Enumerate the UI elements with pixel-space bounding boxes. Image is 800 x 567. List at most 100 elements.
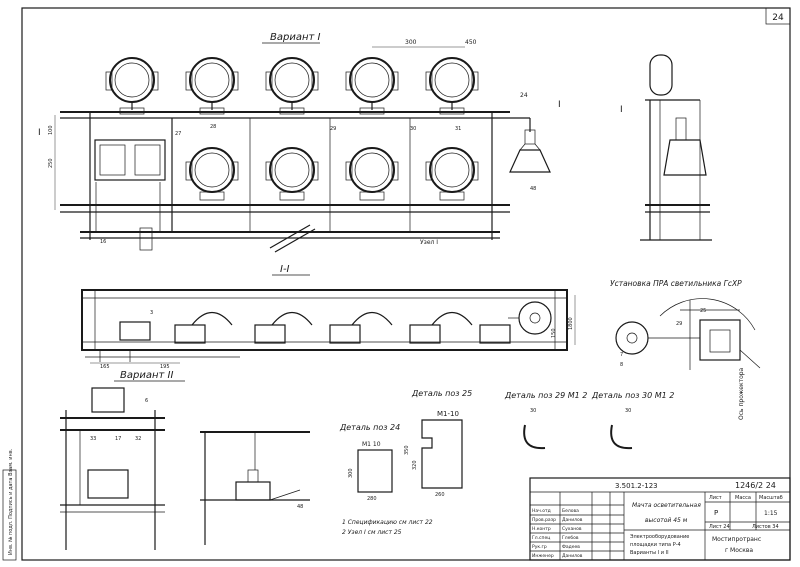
pos-label-31: 31 <box>455 126 461 132</box>
pos-label-29: 29 <box>330 126 336 132</box>
pos-label-30: 30 <box>410 126 416 132</box>
stamp-role-5: Рук.гр <box>532 544 547 550</box>
pos-label-29b: 29 <box>676 321 682 327</box>
title-detail30: Деталь поз 30 М1 2 <box>591 391 674 400</box>
title-section: I-I <box>280 264 290 275</box>
detail25-drawing <box>421 419 463 489</box>
title-m1-10b: М1 10 <box>362 441 381 448</box>
stamp-list: Лист 24 <box>709 524 730 530</box>
page-number-box <box>765 7 791 25</box>
stamp-name-4: Глебов <box>562 535 579 541</box>
floodlight-9 <box>425 147 479 201</box>
pos-label-24: 24 <box>520 92 528 99</box>
lamp-fixture-variant1 <box>509 117 551 173</box>
sheet-frame <box>21 7 791 561</box>
title-variant1: Вариант I <box>270 32 321 43</box>
pos-label-25: 25 <box>700 308 706 314</box>
title-pra: Установка ПРА светильника ГсХР <box>610 279 742 288</box>
stamp-desc-1: Электрооборудование <box>630 534 689 540</box>
dim-300v: 300 <box>348 468 354 478</box>
stamp-col-scale: Масштаб <box>759 495 783 501</box>
floodlight-8 <box>345 147 399 201</box>
title-m1-10: М1-10 <box>437 410 459 418</box>
page-number: 24 <box>772 13 784 23</box>
title-detail24: Деталь поз 24 <box>339 423 400 432</box>
stamp-role-4: Гл.спец <box>532 535 550 541</box>
floodlight-2 <box>185 57 239 115</box>
stamp-scale: 1:15 <box>764 510 778 517</box>
dim-260: 260 <box>435 492 445 498</box>
pos-label-6: 6 <box>145 398 148 404</box>
note-1: 1 Спецификацию см лист 22 <box>342 519 433 526</box>
title-variant2: Вариант II <box>120 370 173 381</box>
dim-30b: 30 <box>625 408 631 414</box>
floodlight-3 <box>265 57 319 115</box>
stamp-sheet-code: 1246/2 24 <box>735 481 776 490</box>
pos-label-7: 7 <box>620 352 623 358</box>
detail30-drawing <box>610 424 633 450</box>
floodlight-5 <box>425 57 479 115</box>
stamp-col-stage: Лист <box>709 495 722 501</box>
dim-320: 320 <box>412 460 418 470</box>
dim-280: 280 <box>367 496 377 502</box>
dim-165: 165 <box>100 364 110 370</box>
floodlight-1 <box>105 57 159 115</box>
dim-100: 100 <box>48 125 54 135</box>
dim-195: 195 <box>160 364 170 370</box>
stamp-title-1: Мачта осветительная <box>632 502 701 509</box>
stamp-desc-2: площадки типа Р-4 <box>630 542 681 548</box>
pos-label-16: 16 <box>100 239 106 245</box>
pos-label-27: 27 <box>175 131 181 137</box>
title-block <box>529 477 791 561</box>
section-mark-roman1: I <box>558 100 561 110</box>
pos-label-48b: 48 <box>297 504 303 510</box>
platform-plan-section <box>81 289 568 362</box>
dim-1800: 1800 <box>568 317 574 330</box>
pos-label-32: 32 <box>135 436 141 442</box>
dim-150: 150 <box>551 328 557 338</box>
title-detail25: Деталь поз 25 <box>411 389 472 398</box>
stamp-name-3: Суханов <box>562 526 582 532</box>
dim-30a: 30 <box>530 408 536 414</box>
section-mark-roman1-right: I <box>620 105 623 115</box>
section-mark-roman1-left: I <box>38 128 41 138</box>
floodlight-row-top <box>105 57 479 115</box>
floodlight-4 <box>345 57 399 115</box>
pos-label-3: 3 <box>150 310 153 316</box>
stamp-role-2: Пров.разр <box>532 517 556 523</box>
variant2-view-2 <box>200 431 310 545</box>
floodlight-row-bottom <box>185 147 479 201</box>
detail24-drawing <box>357 449 393 493</box>
stamp-name-5: Фадеев <box>562 544 580 550</box>
floodlight-6 <box>185 147 239 201</box>
variant2-view-1 <box>60 387 165 550</box>
dim-450: 450 <box>465 39 477 46</box>
stamp-name-2: Данилов <box>562 517 583 523</box>
stamp-name-6: Данилов <box>562 553 583 559</box>
pos-label-28: 28 <box>210 124 216 130</box>
dim-300: 300 <box>405 39 417 46</box>
pos-label-17: 17 <box>115 436 121 442</box>
label-uzel: Узел I <box>420 239 438 246</box>
pos-label-48: 48 <box>530 186 536 192</box>
stamp-org-2: г Москва <box>725 547 753 554</box>
stamp-title-2: высотой 45 м <box>645 517 688 524</box>
detail29-drawing <box>523 424 546 450</box>
side-stamp-text: Инв. № подл. Подпись и дата Взам. инв. <box>8 448 14 555</box>
stamp-role-6: Инженер <box>532 553 554 559</box>
stamp-stage: Р <box>714 509 718 517</box>
floodlight-7 <box>265 147 319 201</box>
stamp-name-1: Белова <box>562 508 579 514</box>
stamp-col-mass: Масса <box>735 495 751 501</box>
note-2: 2 Узел I см лист 25 <box>342 529 402 536</box>
stamp-lists: Листов 34 <box>752 524 779 530</box>
stamp-desc-3: Варианты I и II <box>630 550 669 556</box>
side-stamp <box>2 469 17 561</box>
pos-label-33: 33 <box>90 436 96 442</box>
side-view-mast-top <box>640 54 712 241</box>
dim-350: 350 <box>404 445 410 455</box>
stamp-org-1: Мостипротранс <box>712 536 761 543</box>
stamp-doc-code: 3.501.2-123 <box>615 482 658 490</box>
label-axis: Ось прожектора <box>738 367 745 420</box>
